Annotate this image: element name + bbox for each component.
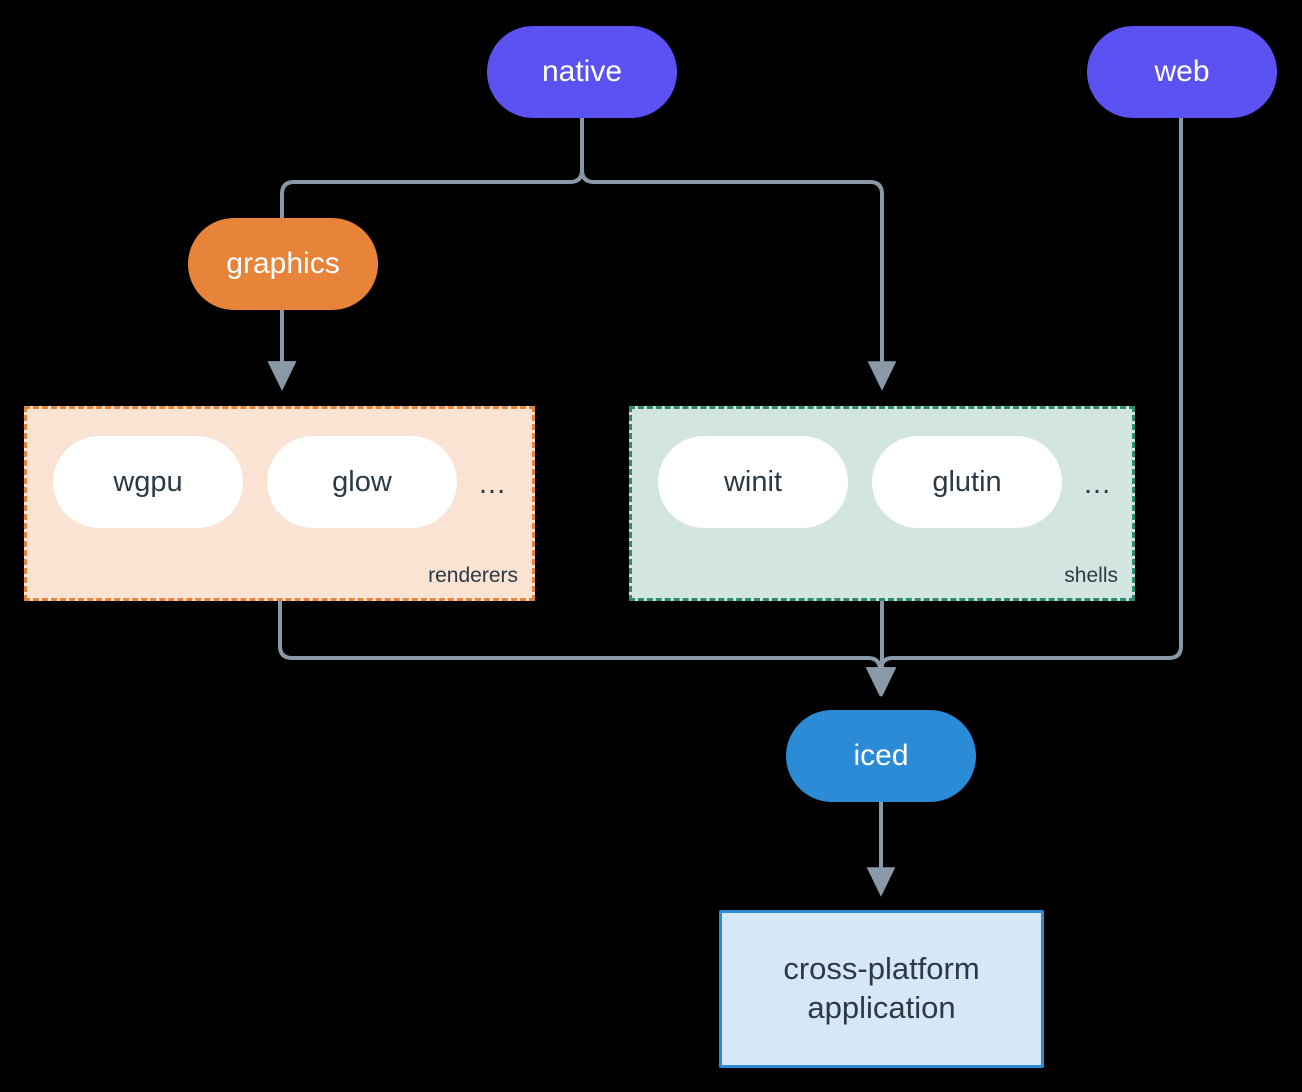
node-graphics-label: graphics	[226, 247, 340, 281]
node-glow-label: glow	[332, 465, 392, 498]
node-iced[interactable]: iced	[786, 710, 976, 802]
node-winit[interactable]: winit	[658, 436, 848, 528]
shells-overflow-ellipsis: ...	[1084, 468, 1112, 500]
cluster-shells-label: shells	[1064, 564, 1118, 587]
node-graphics[interactable]: graphics	[188, 218, 378, 310]
node-web[interactable]: web	[1087, 26, 1277, 118]
node-winit-label: winit	[723, 465, 782, 498]
renderers-overflow-ellipsis: ...	[479, 468, 507, 500]
node-native[interactable]: native	[487, 26, 677, 118]
node-application-label-line2: application	[807, 990, 956, 1025]
edge-renderers-iced	[278, 601, 895, 697]
node-cross-platform-application[interactable]: cross-platform application	[719, 910, 1044, 1068]
node-iced-label: iced	[853, 739, 909, 773]
node-application-label-line1: cross-platform	[783, 951, 980, 987]
node-glow[interactable]: glow	[267, 436, 457, 528]
cluster-renderers: wgpu glow ... renderers	[24, 406, 535, 601]
edge-native-shells	[580, 118, 897, 391]
node-glutin-label: glutin	[932, 465, 1002, 498]
node-glutin[interactable]: glutin	[872, 436, 1062, 528]
node-web-label: web	[1154, 55, 1210, 89]
node-native-label: native	[541, 55, 623, 89]
node-wgpu[interactable]: wgpu	[53, 436, 243, 528]
cluster-shells: winit glutin ... shells	[629, 406, 1135, 601]
edge-web-iced	[866, 118, 1183, 697]
cluster-renderers-label: renderers	[428, 564, 518, 587]
node-wgpu-label: wgpu	[113, 465, 183, 498]
